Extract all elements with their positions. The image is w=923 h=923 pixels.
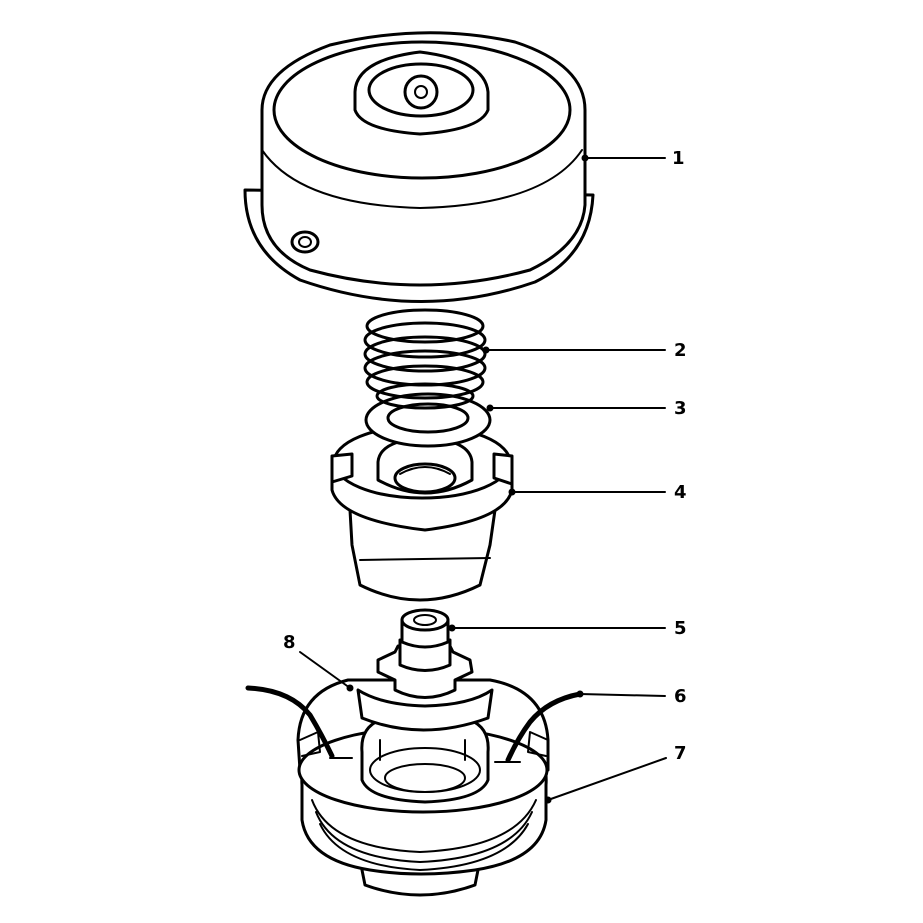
callout-4: 4: [674, 482, 687, 503]
callout-3: 3: [674, 398, 687, 419]
part-2-spring: [363, 308, 487, 410]
part-1-cover: [243, 31, 595, 303]
part-6-trimmer-line: [245, 685, 583, 763]
callout-leaders: [299, 154, 667, 804]
callout-8: 8: [283, 632, 296, 653]
part-8-retainer: [356, 688, 494, 761]
part-4-cup: [330, 424, 514, 602]
callout-2: 2: [674, 340, 687, 361]
part-5-hub: [376, 608, 474, 699]
callout-6: 6: [674, 686, 687, 707]
callout-7: 7: [674, 743, 687, 764]
callout-5: 5: [674, 618, 687, 639]
callout-1: 1: [672, 148, 685, 169]
